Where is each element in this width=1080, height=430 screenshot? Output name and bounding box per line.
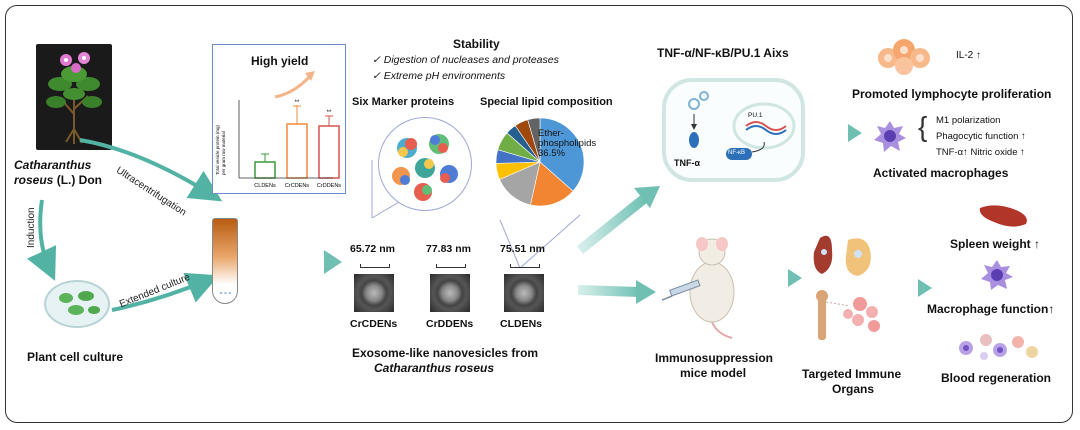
macrophage-brace: {	[918, 111, 928, 142]
outcome-spleen: Spleen weight ↑	[950, 237, 1041, 251]
induction-label: Induction	[26, 207, 37, 248]
tem-image-0	[354, 274, 394, 312]
macrophage-item-2: Phagocytic function ↑	[936, 131, 1026, 142]
mouse-illustration	[661, 222, 752, 342]
stability-item-1: ✓ Digestion of nucleases and proteases	[372, 54, 559, 66]
plant-name-line2: roseus (L.) Don	[14, 173, 103, 187]
macrophage-title: Activated macrophages	[873, 166, 1009, 180]
macrophage-function-icon	[980, 258, 1014, 292]
mouse-line1: Immunosuppression	[655, 351, 774, 365]
lymphocyte-cluster	[874, 36, 934, 76]
organs-illustration	[804, 226, 888, 352]
plant-name-line1: Catharanthus	[14, 158, 92, 172]
markers-title: Six Marker proteins	[352, 96, 455, 108]
figure-frame	[5, 5, 1073, 423]
tem-image-2	[504, 274, 544, 312]
blood-cells-icon	[954, 328, 1044, 364]
vesicle-caption-line2: Catharanthus roseus	[374, 361, 495, 375]
test-tube: ∘∘∘	[212, 218, 238, 304]
vesicle-size-0: 65.72 nm	[350, 243, 395, 255]
scale-bar-2	[510, 264, 540, 268]
arrow-to-pathway	[576, 194, 649, 254]
macrophage-item-3: TNF-α↑ Nitric oxide ↑	[936, 147, 1025, 158]
significance-CrDDENs: **	[327, 110, 332, 116]
arrow-ultracentrifugation	[79, 138, 223, 202]
high-yield-title: High yield	[251, 54, 309, 68]
pu1-label: PU.1	[748, 112, 763, 119]
cell-diagram: TNF-α NF-κB PU.1	[662, 78, 805, 182]
tnf-label: TNF-α	[674, 158, 701, 168]
pie-slice-8	[527, 117, 541, 163]
bar-CrCDENs	[286, 123, 308, 179]
yield-ylabel: Total vesicle protein (mg)per gram raw m…	[215, 124, 226, 175]
il2-label: IL-2 ↑	[956, 50, 982, 61]
organs-line2: Organs	[832, 382, 875, 396]
macrophage-icon	[872, 118, 908, 154]
lipid-pie-chart	[495, 117, 585, 207]
macrophage-item-1: M1 polarization	[936, 115, 1001, 126]
plant-photo	[36, 44, 112, 150]
pathway-title: TNF-α/NF-κB/PU.1 Aixs	[657, 46, 789, 60]
outcome-blood: Blood regeneration	[941, 371, 1052, 385]
pie-slice-1	[530, 161, 574, 207]
vesicle-name-0: CrCDENs	[350, 318, 398, 330]
scale-bar-0	[360, 264, 390, 268]
bar-CrDDENs	[318, 125, 340, 179]
scale-bar-1	[436, 264, 466, 268]
vesicle-size-2: 75.51 nm	[500, 243, 545, 255]
cell-culture-label: Plant cell culture	[27, 350, 124, 364]
yield-bar-chart: CLDENs ** CrCDENs ** CrDDENs	[238, 71, 341, 189]
spleen-icon	[976, 200, 1032, 230]
tick-label-CrDDENs: CrDDENs	[317, 183, 341, 189]
vesicle-name-1: CrDDENs	[426, 318, 474, 330]
nfkb-label: NF-κB	[728, 150, 745, 156]
arrow-extended-culture	[111, 272, 220, 312]
pie-slice-0	[539, 117, 585, 192]
organs-line1: Targeted Immune	[802, 367, 902, 381]
bar-CLDENs	[254, 161, 276, 179]
significance-CrCDENs: **	[295, 100, 300, 106]
arrow-induction	[27, 199, 57, 281]
mouse-line2: mice model	[680, 366, 747, 380]
outcome-macrophage: Macrophage function↑	[927, 302, 1055, 316]
tem-image-1	[430, 274, 470, 312]
lipid-title: Special lipid composition	[480, 96, 613, 108]
tick-label-CLDENs: CLDENs	[254, 183, 276, 189]
petri-dish	[44, 280, 110, 328]
arrow-to-mouse	[577, 285, 641, 297]
vesicle-name-2: CLDENs	[500, 318, 543, 330]
stability-title: Stability	[453, 37, 500, 51]
marker-proteins-circle	[378, 117, 472, 211]
lymphocyte-title: Promoted lymphocyte proliferation	[852, 87, 1052, 101]
stability-item-2: ✓ Extreme pH environments	[372, 70, 506, 82]
tick-label-CrCDENs: CrCDENs	[285, 183, 309, 189]
vesicle-size-1: 77.83 nm	[426, 243, 471, 255]
vesicle-caption-line1: Exosome-like nanovesicles from	[352, 346, 539, 360]
high-yield-panel: High yield CLDENs ** CrCDENs ** CrDDENs Tota…	[212, 44, 346, 194]
